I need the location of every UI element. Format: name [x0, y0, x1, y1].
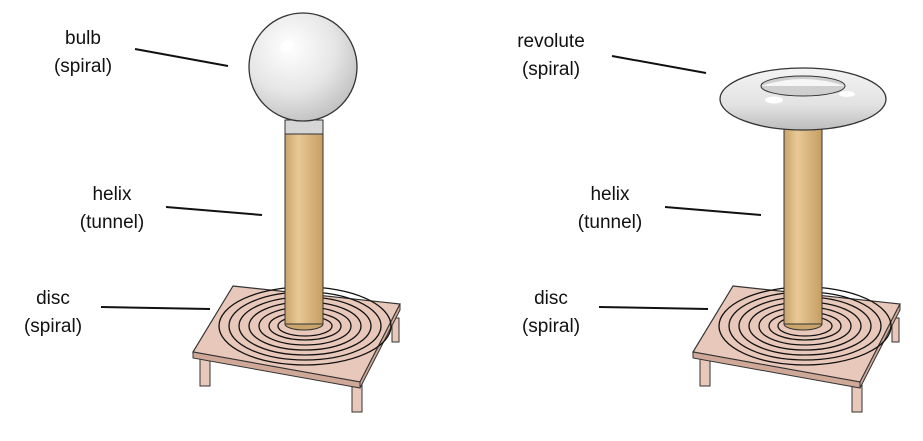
- label-right-mid: helix (tunnel): [568, 181, 652, 237]
- label-left-base: disc (spiral): [17, 285, 89, 341]
- left-pillar: [284, 129, 324, 325]
- label-right-base: disc (spiral): [515, 285, 587, 341]
- label-left-mid: helix (tunnel): [70, 181, 154, 237]
- leader-line-right-base: [598, 306, 709, 310]
- label-left-base-sub: (spiral): [23, 316, 83, 337]
- label-left-base-name: disc: [36, 288, 70, 309]
- label-right-top: revolute (spiral): [505, 28, 597, 84]
- leader-line-left-top: [134, 48, 229, 67]
- left-bulb-sphere: [248, 12, 358, 122]
- right-pillar: [783, 121, 823, 325]
- label-left-mid-name: helix: [92, 184, 132, 205]
- label-left-top-sub: (spiral): [53, 56, 113, 77]
- right-revolute-torus: [719, 67, 887, 131]
- label-right-base-sub: (spiral): [521, 316, 581, 337]
- figure-left: [192, 12, 401, 413]
- label-right-top-name: revolute: [517, 31, 585, 52]
- label-right-mid-name: helix: [590, 184, 630, 205]
- right-revolute-highlight-2: [839, 91, 855, 97]
- leader-line-right-mid: [664, 206, 762, 216]
- leader-line-right-top: [611, 55, 707, 74]
- label-right-base-name: disc: [534, 288, 568, 309]
- label-right-mid-sub: (tunnel): [577, 212, 643, 233]
- leader-line-left-base: [100, 306, 211, 310]
- leader-lines: [100, 48, 762, 310]
- right-revolute-highlight: [765, 96, 783, 104]
- figure-right: [692, 67, 901, 413]
- right-revolute-inner-rim: [761, 79, 845, 86]
- label-left-mid-sub: (tunnel): [79, 212, 145, 233]
- left-collar: [284, 119, 324, 135]
- label-right-top-sub: (spiral): [521, 59, 581, 80]
- label-left-top-name: bulb: [65, 28, 101, 49]
- label-left-top: bulb (spiral): [48, 25, 118, 81]
- left-bulb-highlight: [280, 40, 294, 52]
- leader-line-left-mid: [165, 206, 263, 216]
